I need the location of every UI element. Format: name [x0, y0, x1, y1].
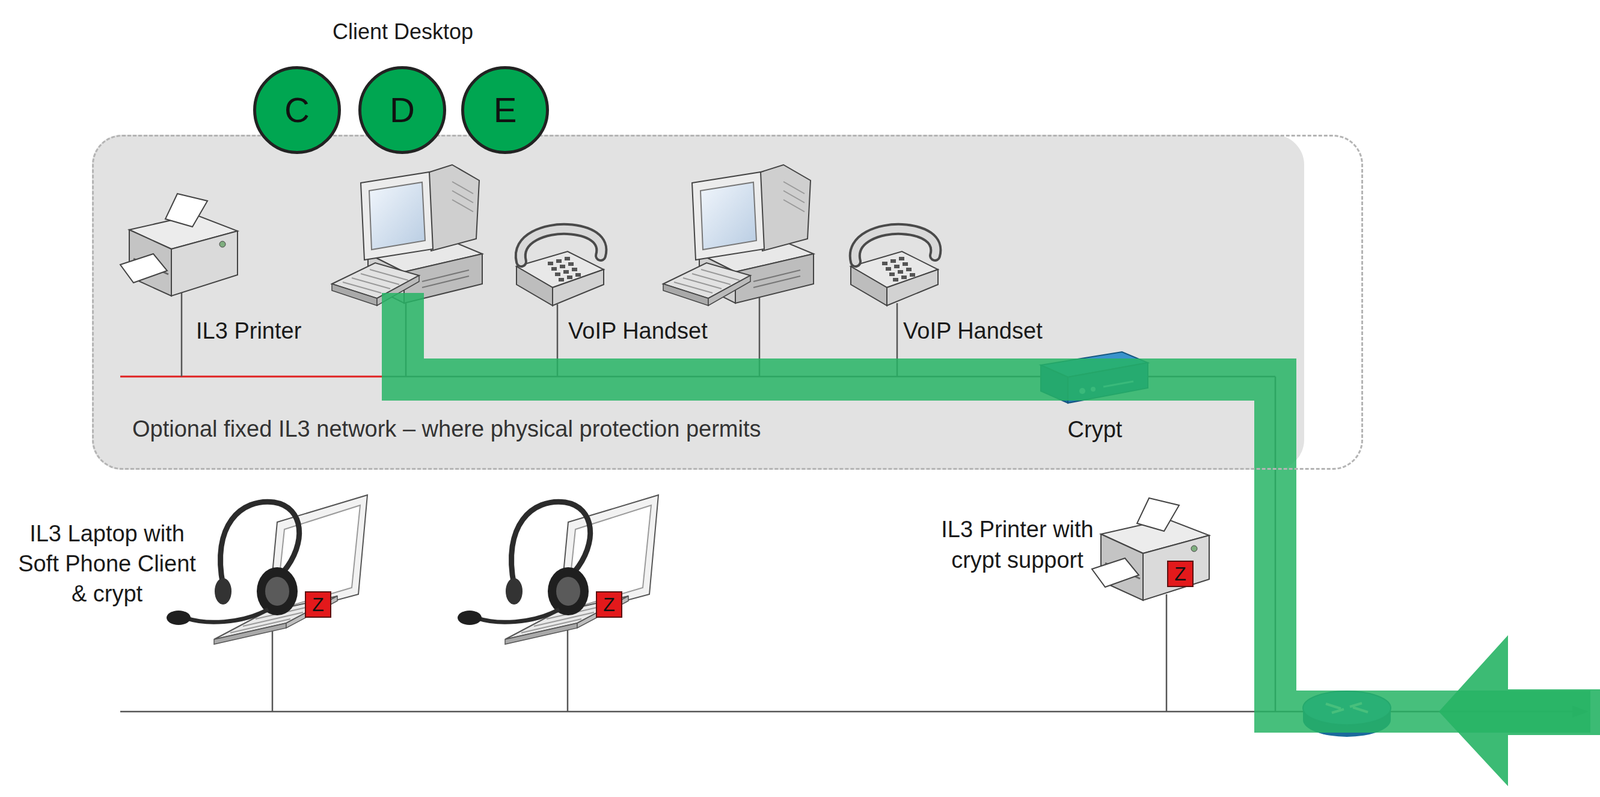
device-label: VoIP Handset — [568, 316, 708, 346]
device-label: Client Desktop — [282, 18, 524, 46]
device-label: VoIP Handset — [903, 316, 1043, 346]
laptop-headset-icon — [166, 494, 368, 644]
crypt-badge: Z — [595, 591, 623, 618]
drop-wire — [567, 629, 569, 712]
highlight-arrow — [1438, 634, 1600, 786]
drop-wire — [180, 292, 183, 377]
device-label: IL3 Printer with crypt support — [927, 514, 1108, 576]
region-caption: Optional fixed IL3 network – where physi… — [132, 414, 1400, 444]
network-region: Optional fixed IL3 network – where physi… — [91, 134, 1364, 470]
device-label: Crypt — [1034, 414, 1156, 445]
highlight-path — [402, 292, 1591, 712]
desktop-computer-icon — [331, 164, 483, 306]
il3-wire — [120, 375, 383, 378]
printer-icon — [120, 193, 238, 296]
drop-wire — [1165, 594, 1168, 712]
crypt-badge: Z — [1167, 560, 1194, 587]
circle-letter: E — [493, 92, 518, 128]
step-circle: E — [461, 66, 549, 154]
badge-letter: Z — [603, 594, 616, 614]
circle-letter: D — [389, 92, 415, 128]
voip-phone-icon — [516, 229, 604, 306]
circle-letter: C — [284, 92, 310, 128]
device-label: IL3 Printer — [196, 316, 302, 346]
step-circle: C — [253, 66, 341, 154]
printer-icon — [1091, 497, 1210, 601]
drop-wire — [271, 630, 274, 712]
badge-letter: Z — [1174, 563, 1187, 584]
crypt-badge: Z — [304, 591, 332, 618]
step-circle: D — [358, 66, 447, 154]
laptop-headset-icon — [457, 494, 659, 644]
device-label: IL3 Laptop with Soft Phone Client & cryp… — [13, 518, 201, 609]
badge-letter: Z — [312, 594, 325, 614]
desktop-computer-icon — [663, 164, 814, 306]
voip-phone-icon — [850, 229, 938, 306]
